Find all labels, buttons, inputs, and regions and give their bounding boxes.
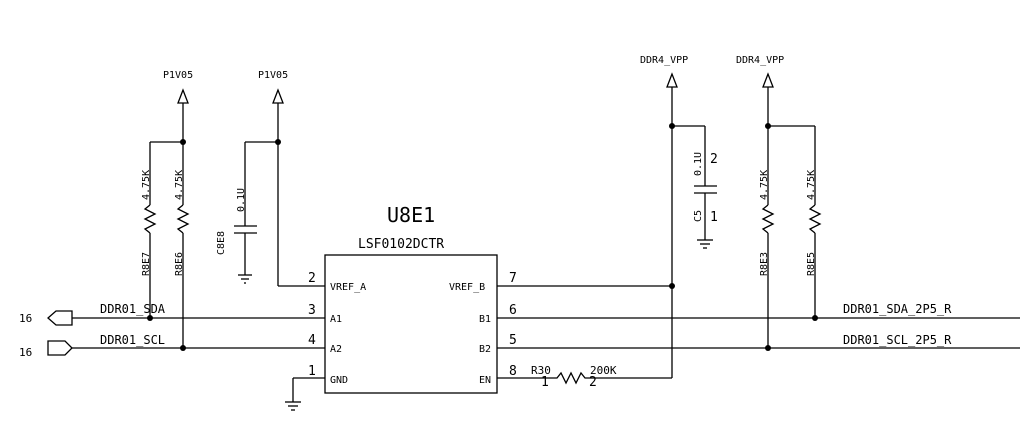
ic-part-number: LSF0102DCTR xyxy=(358,237,444,252)
net-label-ddr01-scl-2p5-r: DDR01_SCL_2P5_R xyxy=(843,333,952,347)
pin-name-gnd: GND xyxy=(330,375,348,386)
resistor-r30-ref: R30 xyxy=(531,364,551,377)
junction-dot xyxy=(180,345,186,351)
power-label-ddr4-vpp-1: DDR4_VPP xyxy=(640,55,688,66)
power-symbol-p1v05-vref: P1V05 xyxy=(258,70,288,104)
resistor-r8e6: 4.75K R8E6 xyxy=(174,142,190,348)
resistor-r8e5-value: 4.75K xyxy=(806,170,817,200)
ground-icon xyxy=(285,401,301,411)
ground-icon xyxy=(697,239,713,249)
offpage-connector-sda[interactable]: 16 xyxy=(19,310,73,326)
capacitor-c8e8-ref: C8E8 xyxy=(216,231,227,255)
junction-dot xyxy=(812,315,818,321)
pin-name-b2: B2 xyxy=(479,344,491,355)
resistor-r8e3-value: 4.75K xyxy=(759,170,770,200)
capacitor-c5-value: 0.1U xyxy=(693,152,704,176)
power-symbol-p1v05-left: P1V05 xyxy=(163,70,193,104)
net-label-ddr01-sda: DDR01_SDA xyxy=(100,302,166,316)
resistor-r8e6-ref: R8E6 xyxy=(174,252,185,276)
resistor-r30: R30 200K 1 2 xyxy=(531,364,672,390)
pin-name-vref-b: VREF_B xyxy=(449,282,485,293)
pin-name-b1: B1 xyxy=(479,314,491,325)
capacitor-c8e8-value: 0.1U xyxy=(236,188,247,212)
pin-name-vref-a: VREF_A xyxy=(330,282,366,293)
pin-name-a1: A1 xyxy=(330,314,342,325)
pin-num-8: 8 xyxy=(509,364,517,379)
net-label-ddr01-scl: DDR01_SCL xyxy=(100,333,165,347)
ground-icon xyxy=(238,274,252,284)
resistor-r8e7-ref: R8E7 xyxy=(141,252,152,276)
capacitor-c8e8: 0.1U C8E8 xyxy=(216,141,278,275)
ic-u8e1: U8E1 LSF0102DCTR 2 3 4 1 VREF_A A1 A2 GN… xyxy=(308,203,517,394)
pin-num-4: 4 xyxy=(308,333,316,348)
capacitor-c5-pin2: 2 xyxy=(710,152,718,167)
offpage-connector-scl[interactable]: 16 xyxy=(19,340,73,359)
pin-num-7: 7 xyxy=(509,271,517,286)
resistor-r8e7: 4.75K R8E7 xyxy=(141,142,157,318)
resistor-r8e3: 4.75K R8E3 xyxy=(759,126,775,348)
pin-num-5: 5 xyxy=(509,333,517,348)
power-label-p1v05-left: P1V05 xyxy=(163,70,193,81)
resistor-r8e6-value: 4.75K xyxy=(174,170,185,200)
resistor-r8e5-ref: R8E5 xyxy=(806,252,817,276)
resistor-r30-pin2: 2 xyxy=(589,375,597,390)
power-symbol-ddr4-vpp-1: DDR4_VPP xyxy=(640,55,688,88)
resistor-r8e7-value: 4.75K xyxy=(141,170,152,200)
ic-ref: U8E1 xyxy=(387,203,435,227)
junction-dot xyxy=(765,345,771,351)
resistor-r30-value: 200K xyxy=(590,364,617,377)
junction-dot xyxy=(147,315,153,321)
pin-name-en: EN xyxy=(479,375,491,386)
pin-name-a2: A2 xyxy=(330,344,342,355)
offpage-scl-sheet: 16 xyxy=(19,346,32,359)
capacitor-c5-ref: C5 xyxy=(693,210,704,222)
resistor-r30-pin1: 1 xyxy=(541,375,549,390)
capacitor-c5-pin1: 1 xyxy=(710,210,718,225)
resistor-r8e3-ref: R8E3 xyxy=(759,252,770,276)
pin-num-6: 6 xyxy=(509,303,517,318)
resistor-r8e5: 4.75K R8E5 xyxy=(806,126,822,318)
power-symbol-ddr4-vpp-2: DDR4_VPP xyxy=(736,55,784,88)
pin-num-2: 2 xyxy=(308,271,316,286)
pin-num-3: 3 xyxy=(308,303,316,318)
net-label-ddr01-sda-2p5-r: DDR01_SDA_2P5_R xyxy=(843,302,952,316)
offpage-sda-sheet: 16 xyxy=(19,312,32,325)
pin-num-1: 1 xyxy=(308,364,316,379)
capacitor-c5: 0.1U C5 2 1 xyxy=(672,125,718,240)
power-label-p1v05-vref: P1V05 xyxy=(258,70,288,81)
power-label-ddr4-vpp-2: DDR4_VPP xyxy=(736,55,784,66)
